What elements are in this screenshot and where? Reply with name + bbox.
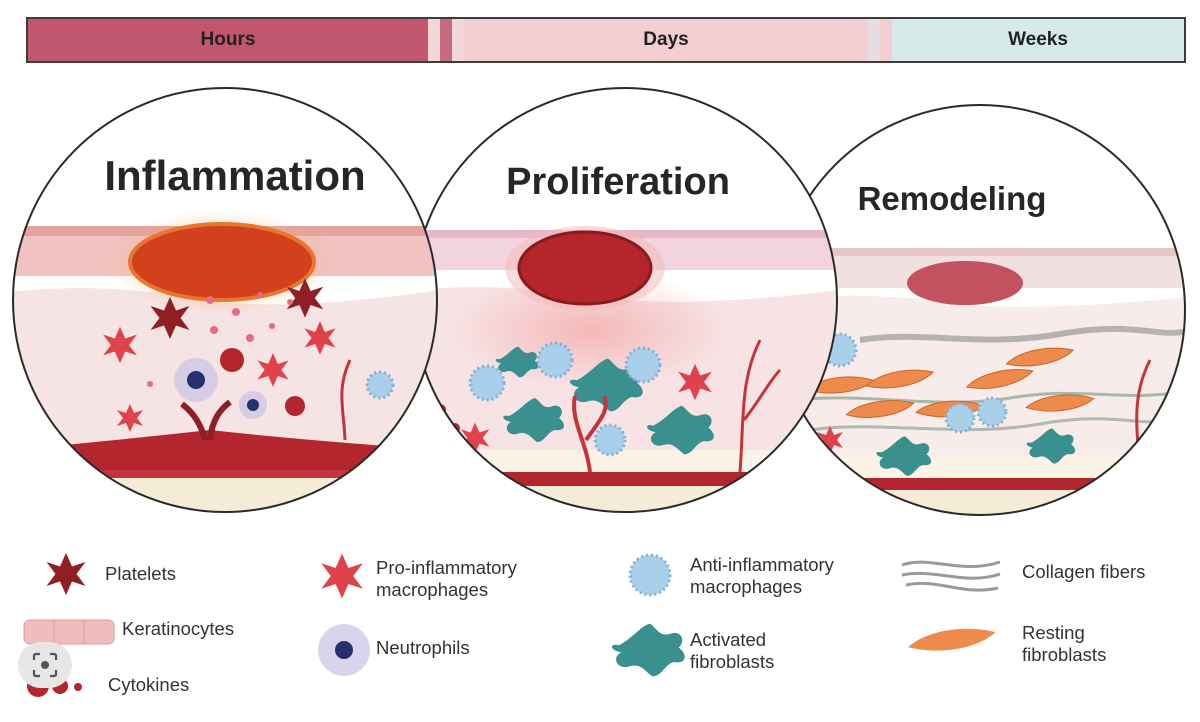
visual-search-button[interactable]	[18, 642, 72, 688]
legend-activated-line2: fibroblasts	[690, 651, 775, 672]
anti-inflammatory-macrophage	[976, 396, 1008, 428]
lens-icon	[32, 652, 58, 678]
legend-neutrophils: Neutrophils	[376, 637, 470, 658]
activated-fibroblast-icon	[611, 623, 685, 677]
legend-anti-inflammatory-line1: Anti-inflammatory	[690, 554, 834, 575]
collagen-fiber	[859, 325, 1185, 343]
legend-anti-inflammatory: Anti-inflammatory macrophages	[690, 554, 834, 598]
cytokine	[147, 381, 153, 387]
pro-inflammatory-macrophage-icon	[321, 553, 363, 599]
collagen-fibers-icon	[901, 560, 1001, 592]
wound-scab	[517, 230, 653, 306]
legend-cytokines: Cytokines	[108, 674, 190, 695]
timeline-divider	[428, 19, 440, 61]
timeline-divider	[440, 19, 452, 61]
phase-title-proliferation: Proliferation	[506, 161, 730, 203]
cytokine	[287, 299, 293, 305]
healed-scar	[907, 261, 1023, 305]
bleeding	[180, 399, 232, 441]
blood-vessel	[340, 359, 352, 441]
keratinocytes-icon	[23, 619, 115, 645]
open-wound	[128, 222, 316, 302]
legend-activated-line1: Activated	[690, 629, 767, 650]
cytokine	[220, 348, 244, 372]
timeline-days: Days	[464, 19, 868, 61]
legend-anti-inflammatory-line2: macrophages	[690, 576, 803, 597]
blood-vessel	[738, 339, 782, 473]
blood-vessel	[572, 395, 608, 473]
cytokine	[269, 323, 275, 329]
resting-fibroblast-icon	[906, 623, 997, 656]
legend-pro-inflammatory: Pro-inflammatory macrophages	[376, 557, 517, 601]
timeline-weeks: Weeks	[892, 19, 1184, 61]
legend-collagen-fibers: Collagen fibers	[1022, 561, 1146, 582]
timeline-bar: Hours Days Weeks	[26, 17, 1186, 63]
legend-resting-fibroblasts: Resting fibroblasts	[1022, 622, 1106, 666]
legend-keratinocytes: Keratinocytes	[122, 618, 235, 639]
anti-inflammatory-macrophage	[536, 341, 574, 379]
legend-pro-inflammatory-line1: Pro-inflammatory	[376, 557, 517, 578]
timeline-hours-label: Hours	[200, 29, 256, 50]
anti-inflammatory-macrophage	[624, 346, 662, 384]
anti-inflammatory-macrophage	[944, 402, 976, 434]
platelet-icon	[46, 553, 86, 595]
legend-activated-fibroblasts: Activated fibroblasts	[690, 629, 774, 673]
inflammation-circle	[12, 87, 438, 513]
anti-inflammatory-macrophage	[593, 423, 627, 457]
legend-resting-line2: fibroblasts	[1022, 644, 1107, 665]
proliferation-panel	[413, 226, 837, 512]
cytokine	[232, 308, 240, 316]
cytokine	[285, 396, 305, 416]
phase-title-inflammation: Inflammation	[104, 152, 365, 199]
legend-platelets: Platelets	[105, 563, 176, 584]
timeline-days-label: Days	[643, 29, 689, 50]
neutrophil-icon	[318, 624, 370, 676]
anti-inflammatory-macrophage-icon	[628, 553, 672, 597]
timeline-divider	[880, 19, 892, 61]
timeline-divider	[868, 19, 880, 61]
anti-inflammatory-macrophage	[365, 370, 395, 400]
timeline-weeks-label: Weeks	[1008, 29, 1068, 50]
anti-inflammatory-macrophage	[468, 364, 506, 402]
timeline-divider	[452, 19, 464, 61]
cytokine	[206, 296, 214, 304]
timeline-hours: Hours	[28, 19, 428, 61]
collagen-fiber	[799, 390, 1181, 404]
inflammation-panel	[13, 210, 437, 512]
legend-resting-line1: Resting	[1022, 622, 1085, 643]
phase-title-remodeling: Remodeling	[858, 180, 1047, 217]
cytokine	[210, 326, 218, 334]
cytokine	[257, 292, 263, 298]
legend-pro-inflammatory-line2: macrophages	[376, 579, 489, 600]
cytokine	[246, 334, 254, 342]
collagen-fiber	[809, 416, 1185, 432]
